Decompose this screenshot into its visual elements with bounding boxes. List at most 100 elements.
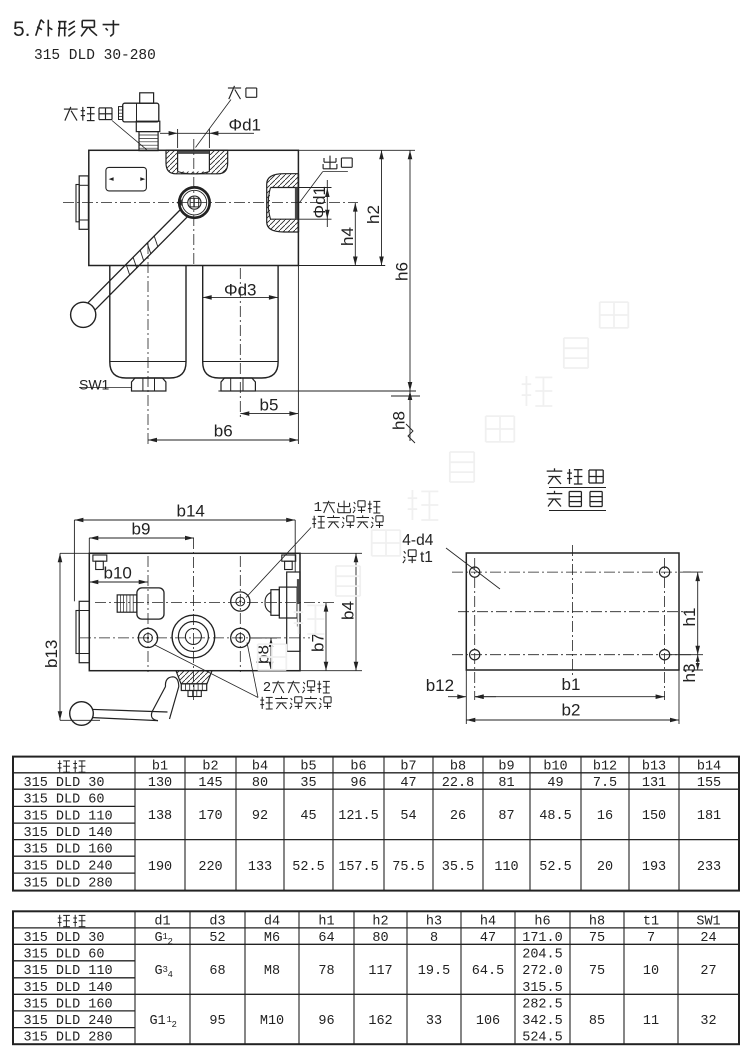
svg-text:2: 2	[168, 937, 173, 947]
svg-text:b4: b4	[252, 760, 268, 775]
svg-text:b2: b2	[562, 701, 581, 720]
svg-text:h2: h2	[372, 915, 388, 930]
svg-text:h3: h3	[680, 664, 699, 683]
svg-text:h6: h6	[393, 262, 412, 281]
svg-text:h4: h4	[338, 227, 357, 246]
svg-text:7.5: 7.5	[593, 776, 617, 791]
svg-text:b6: b6	[350, 760, 366, 775]
svg-text:h1: h1	[318, 915, 334, 930]
svg-text:M8: M8	[264, 964, 280, 979]
svg-text:h4: h4	[480, 915, 496, 930]
svg-text:b14: b14	[177, 502, 205, 521]
svg-text:4: 4	[168, 970, 173, 980]
svg-text:4-d4: 4-d4	[402, 532, 433, 549]
svg-text:b9: b9	[498, 760, 514, 775]
svg-text:b8: b8	[450, 760, 466, 775]
svg-text:315 DLD 30: 315 DLD 30	[24, 776, 105, 791]
svg-text:315 DLD 240: 315 DLD 240	[24, 860, 113, 875]
svg-text:78: 78	[318, 964, 334, 979]
svg-text:2: 2	[263, 680, 271, 696]
svg-text:96: 96	[350, 776, 366, 791]
svg-text:b1: b1	[562, 675, 581, 694]
svg-text:133: 133	[248, 860, 272, 875]
svg-text:54: 54	[400, 809, 416, 824]
svg-text:h8: h8	[390, 411, 409, 430]
svg-text:b13: b13	[42, 640, 61, 668]
svg-text:Φd3: Φd3	[224, 281, 256, 300]
svg-text:145: 145	[198, 776, 222, 791]
svg-text:3: 3	[163, 965, 168, 975]
svg-text:315 DLD 160: 315 DLD 160	[24, 843, 113, 858]
svg-text:47: 47	[400, 776, 416, 791]
svg-text:131: 131	[642, 776, 666, 791]
svg-text:SW1: SW1	[79, 377, 110, 393]
svg-text:121.5: 121.5	[338, 809, 379, 824]
svg-text:2: 2	[172, 1020, 177, 1030]
svg-text:157.5: 157.5	[338, 860, 379, 875]
svg-text:193: 193	[642, 860, 666, 875]
svg-text:G: G	[155, 964, 163, 979]
svg-text:315 DLD 30: 315 DLD 30	[24, 931, 105, 946]
svg-text:b7: b7	[309, 633, 328, 652]
svg-text:92: 92	[252, 809, 268, 824]
svg-text:170: 170	[198, 809, 222, 824]
svg-text:d3: d3	[209, 915, 225, 930]
svg-text:315 DLD 60: 315 DLD 60	[24, 947, 105, 962]
svg-text:315 DLD 30-280: 315 DLD 30-280	[34, 48, 156, 64]
svg-text:b1: b1	[152, 760, 168, 775]
svg-text:315 DLD 110: 315 DLD 110	[24, 964, 113, 979]
svg-text:342.5: 342.5	[522, 1014, 563, 1029]
svg-text:h3: h3	[426, 915, 442, 930]
svg-text:8: 8	[430, 931, 438, 946]
svg-text:204.5: 204.5	[522, 947, 563, 962]
svg-text:524.5: 524.5	[522, 1031, 563, 1046]
svg-text:b10: b10	[543, 760, 567, 775]
svg-text:52: 52	[209, 931, 225, 946]
svg-text:35.5: 35.5	[442, 860, 474, 875]
svg-text:315 DLD 280: 315 DLD 280	[24, 1031, 113, 1046]
svg-text:24: 24	[700, 931, 716, 946]
svg-text:220: 220	[198, 860, 222, 875]
svg-text:315 DLD 140: 315 DLD 140	[24, 981, 113, 996]
svg-text:G: G	[155, 931, 163, 946]
svg-text:G1: G1	[150, 1014, 166, 1029]
svg-text:h6: h6	[534, 915, 550, 930]
svg-text:d4: d4	[264, 915, 280, 930]
svg-text:19.5: 19.5	[418, 964, 450, 979]
svg-text:b5: b5	[260, 396, 279, 415]
svg-text:b7: b7	[400, 760, 416, 775]
svg-text:315.5: 315.5	[522, 981, 563, 996]
svg-text:b2: b2	[202, 760, 218, 775]
svg-text:b4: b4	[339, 601, 358, 620]
svg-text:64: 64	[318, 931, 334, 946]
svg-text:52.5: 52.5	[292, 860, 324, 875]
svg-text:b8: b8	[254, 645, 273, 664]
svg-text:117: 117	[368, 964, 392, 979]
svg-text:315 DLD 60: 315 DLD 60	[24, 793, 105, 808]
svg-text:M6: M6	[264, 931, 280, 946]
svg-text:t1: t1	[420, 549, 433, 566]
svg-text:171.0: 171.0	[522, 931, 563, 946]
svg-text:Φd1: Φd1	[310, 186, 329, 218]
svg-text:95: 95	[209, 1014, 225, 1029]
svg-text:h8: h8	[589, 915, 605, 930]
svg-text:64.5: 64.5	[472, 964, 504, 979]
svg-text:SW1: SW1	[696, 915, 720, 930]
svg-text:7: 7	[647, 931, 655, 946]
svg-text:h2: h2	[364, 205, 383, 224]
svg-text:75: 75	[589, 931, 605, 946]
svg-text:80: 80	[372, 931, 388, 946]
svg-text:b9: b9	[132, 520, 151, 539]
svg-text:1: 1	[314, 500, 322, 516]
svg-text:155: 155	[697, 776, 721, 791]
svg-text:315 DLD 240: 315 DLD 240	[24, 1014, 113, 1029]
svg-text:10: 10	[643, 964, 659, 979]
svg-text:Φd1: Φd1	[229, 116, 261, 135]
svg-text:b14: b14	[697, 760, 721, 775]
svg-text:110: 110	[494, 860, 518, 875]
svg-text:M10: M10	[260, 1014, 284, 1029]
svg-text:1: 1	[163, 932, 168, 942]
svg-text:h1: h1	[680, 608, 699, 627]
svg-text:49: 49	[547, 776, 563, 791]
svg-text:96: 96	[318, 1014, 334, 1029]
